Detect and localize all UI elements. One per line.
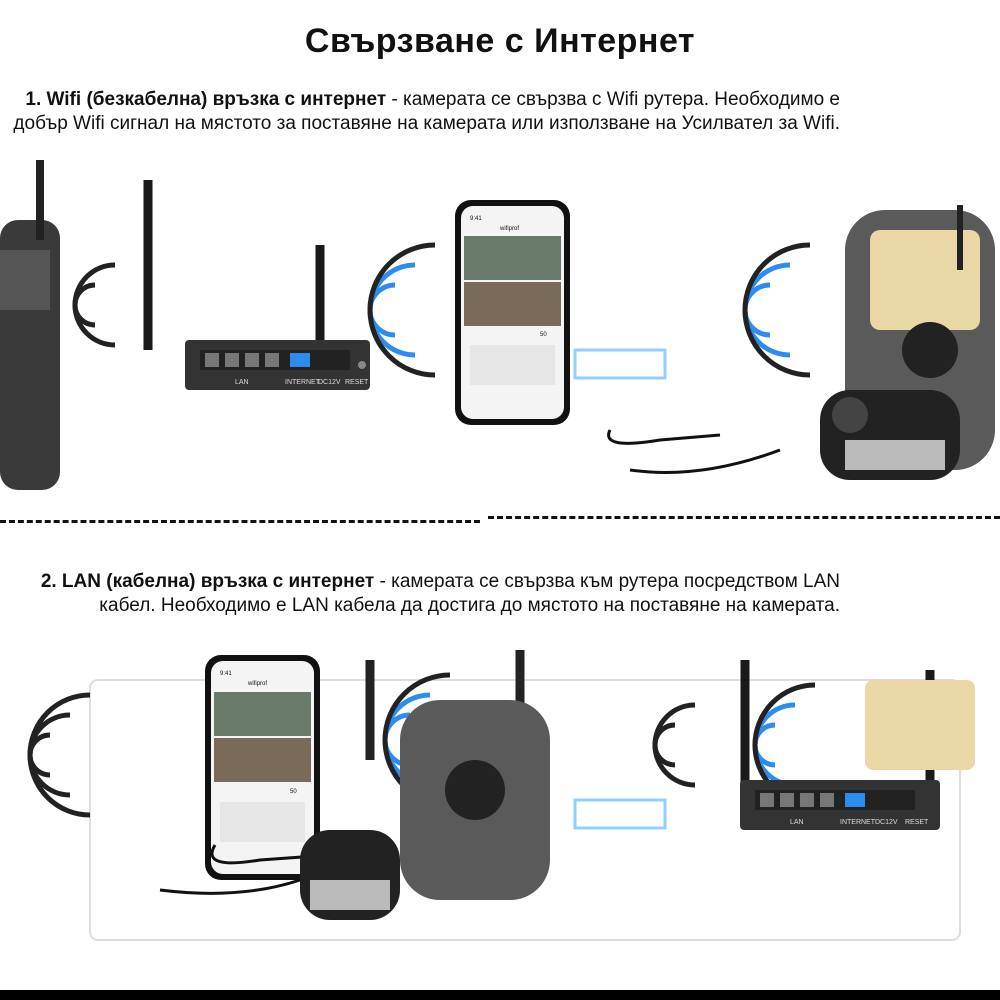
power-cable — [607, 429, 721, 445]
section2-bold: 2. LAN (кабелна) връзка с интернет — [40, 571, 375, 592]
section2-illustration: 9:41 wifiprof 50 — [27, 650, 975, 941]
phone-app-title: wifiprof — [247, 681, 267, 687]
dual-lens-camera — [300, 650, 550, 920]
section2-text2: кабел. Необходимо е LAN кабела да достиг… — [99, 595, 840, 616]
dual-lens-camera — [820, 205, 995, 480]
section-divider — [488, 516, 1000, 519]
wifi-signal-icon — [742, 242, 811, 378]
router-reset-label: RESET — [345, 379, 369, 386]
section1-illustration: LAN INTERNET DC12V RESET 9:41 wifiprof 5… — [0, 160, 995, 490]
page-title: Свързване с Интернет — [304, 22, 696, 60]
phone-zoom: 50 — [290, 789, 297, 795]
router-internet-label: INTERNET — [285, 379, 321, 386]
router-lan-label: LAN — [790, 819, 804, 826]
section2-line1: 2. LAN (кабелна) връзка с интернет - кам… — [41, 570, 840, 594]
section1-text1: - камерата се свързва с Wifi рутера. Нео… — [386, 89, 840, 110]
section-divider — [0, 520, 480, 523]
section1-text2: добър Wifi сигнал на мястото за поставян… — [13, 113, 840, 134]
section1-description: 1. Wifi (безкабелна) връзка с интернет -… — [13, 88, 840, 136]
smartphone: 9:41 wifiprof 50 — [455, 200, 570, 425]
section2-text1: - камерата се свързва към рутера посредс… — [374, 571, 840, 592]
phone-time: 9:41 — [470, 216, 482, 222]
highlight-box — [573, 348, 667, 380]
phone-zoom: 50 — [540, 332, 547, 338]
section1-lead: 1. Wifi — [25, 89, 82, 110]
phone-app-title: wifiprof — [499, 226, 519, 232]
wifi-signal-icon — [27, 692, 91, 818]
power-cable — [629, 448, 781, 474]
lan-cable — [210, 844, 331, 865]
router: LAN INTERNET DC12V RESET — [740, 660, 975, 830]
wifi-signal-icon — [72, 262, 116, 348]
section1-bold: (безкабелна) връзка с интернет — [86, 89, 387, 110]
section1-line1: 1. Wifi (безкабелна) връзка с интернет -… — [13, 88, 840, 112]
camera-left-partial — [0, 160, 60, 490]
router-dc-label: DC12V — [318, 379, 341, 386]
router: LAN INTERNET DC12V RESET — [143, 180, 370, 390]
router-internet-label: INTERNET — [840, 819, 876, 826]
smartphone: 9:41 wifiprof 50 — [205, 655, 320, 880]
phone-time: 9:41 — [220, 671, 232, 677]
highlight-box — [573, 798, 667, 830]
section2-description: 2. LAN (кабелна) връзка с интернет - кам… — [41, 570, 840, 618]
router-dc-label: DC12V — [875, 819, 898, 826]
lan-cable — [159, 878, 301, 895]
router-lan-label: LAN — [235, 379, 249, 386]
bottom-bar — [0, 990, 1000, 1000]
router-reset-label: RESET — [905, 819, 929, 826]
